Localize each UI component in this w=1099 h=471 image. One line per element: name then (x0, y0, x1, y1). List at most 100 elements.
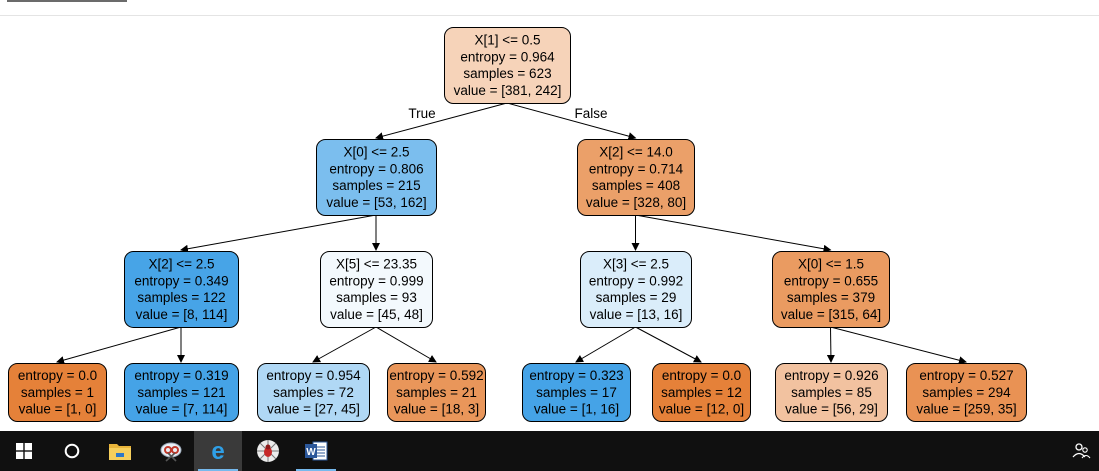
node-box (775, 363, 888, 422)
node-text: entropy = 0.954 (266, 368, 361, 383)
node-text: samples = 21 (396, 385, 477, 400)
node-text: value = [1, 16] (534, 402, 619, 417)
node-text: X[5] <= 23.35 (336, 257, 417, 272)
node-text: X[0] <= 1.5 (798, 257, 864, 272)
node-text: samples = 121 (137, 385, 225, 400)
node-box (316, 139, 437, 216)
node-text: entropy = 0.992 (589, 273, 683, 288)
node-box (522, 363, 631, 422)
svg-text:W: W (306, 447, 316, 458)
node-text: entropy = 0.527 (919, 368, 1013, 383)
node-text: entropy = 0.0 (662, 368, 741, 383)
tree-edge (575, 326, 636, 363)
node-text: X[1] <= 0.5 (474, 33, 540, 48)
node-text: value = [259, 35] (916, 402, 1016, 417)
people-icon[interactable] (1071, 441, 1091, 461)
node-text: samples = 623 (463, 66, 551, 81)
node-text: value = [12, 0] (659, 402, 744, 417)
spider-app-button[interactable] (244, 431, 292, 471)
node-text: samples = 72 (273, 385, 354, 400)
tree-edge (506, 102, 637, 141)
edge-label-true: True (408, 106, 435, 121)
node-text: samples = 85 (791, 385, 872, 400)
tree-node: entropy = 0.0 samples = 1 value = [1, 0] (8, 363, 107, 422)
node-text: value = [315, 64] (781, 307, 881, 322)
node-text: entropy = 0.323 (529, 368, 623, 383)
node-text: entropy = 0.0 (18, 368, 97, 383)
tree-node: entropy = 0.323 samples = 17 value = [1, 1… (522, 363, 631, 422)
tree-edge (56, 326, 182, 364)
node-box (444, 27, 571, 104)
node-text: value = [328, 80] (586, 195, 686, 210)
node-text: X[2] <= 2.5 (148, 257, 214, 272)
node-text: entropy = 0.592 (389, 368, 483, 383)
node-text: value = [27, 45] (267, 402, 360, 417)
node-text: samples = 17 (536, 385, 617, 400)
word-icon: W (305, 441, 328, 461)
node-text: entropy = 0.999 (329, 273, 423, 288)
tree-edge (635, 326, 702, 363)
tree-node: entropy = 0.926 samples = 85 value = [56, … (775, 363, 888, 422)
node-text: samples = 122 (137, 290, 225, 305)
tree-edge (375, 102, 508, 141)
node-text: samples = 93 (336, 290, 417, 305)
tree-edge (826, 326, 835, 363)
node-text: samples = 12 (661, 385, 742, 400)
node-box (652, 363, 751, 422)
edge-icon: e (211, 440, 224, 462)
node-text: X[0] <= 2.5 (343, 145, 409, 160)
node-box (577, 139, 695, 216)
top-divider (0, 15, 1099, 16)
cortana-circle-icon (64, 443, 80, 459)
edge-label-false: False (574, 106, 607, 121)
node-text: samples = 29 (596, 290, 677, 305)
tree-node: entropy = 0.954 samples = 72 value = [27, … (257, 363, 370, 422)
node-text: value = [1, 0] (19, 402, 97, 417)
tab-underline (7, 0, 127, 2)
edge-button[interactable]: e (194, 431, 242, 471)
word-button[interactable]: W (292, 431, 340, 471)
windows-logo-icon (16, 443, 32, 459)
node-text: value = [381, 242] (454, 83, 562, 98)
node-text: value = [7, 114] (136, 402, 228, 417)
node-text: entropy = 0.806 (329, 161, 423, 176)
node-text: entropy = 0.655 (784, 273, 878, 288)
file-explorer-button[interactable] (96, 431, 144, 471)
node-text: entropy = 0.926 (784, 368, 878, 383)
node-box (772, 251, 890, 328)
tree-edge (312, 326, 377, 363)
node-text: value = [53, 162] (326, 195, 426, 210)
node-text: samples = 1 (21, 385, 94, 400)
node-text: value = [8, 114] (136, 307, 228, 322)
tree-edge (635, 214, 832, 253)
start-button[interactable] (0, 431, 48, 471)
node-box (906, 363, 1027, 422)
node-text: value = [18, 3] (394, 402, 479, 417)
tree-node: entropy = 0.0 samples = 12 value = [12, 0] (652, 363, 751, 422)
node-text: value = [13, 16] (590, 307, 683, 322)
snipping-tool-button[interactable] (148, 431, 196, 471)
node-box (320, 251, 433, 328)
tree-edge (375, 326, 437, 363)
cortana-search-button[interactable] (48, 431, 96, 471)
node-text: value = [45, 48] (330, 307, 423, 322)
node-box (387, 363, 486, 422)
tree-node: entropy = 0.527 samples = 294 value = [259… (906, 363, 1027, 422)
node-box (580, 251, 692, 328)
node-text: X[2] <= 14.0 (599, 145, 673, 160)
node-box (257, 363, 370, 422)
node-text: samples = 215 (332, 178, 420, 193)
node-text: value = [56, 29] (785, 402, 878, 417)
tree-edge (180, 214, 377, 253)
node-text: samples = 294 (922, 385, 1011, 400)
node-text: samples = 408 (592, 178, 680, 193)
spider-icon (257, 440, 279, 462)
